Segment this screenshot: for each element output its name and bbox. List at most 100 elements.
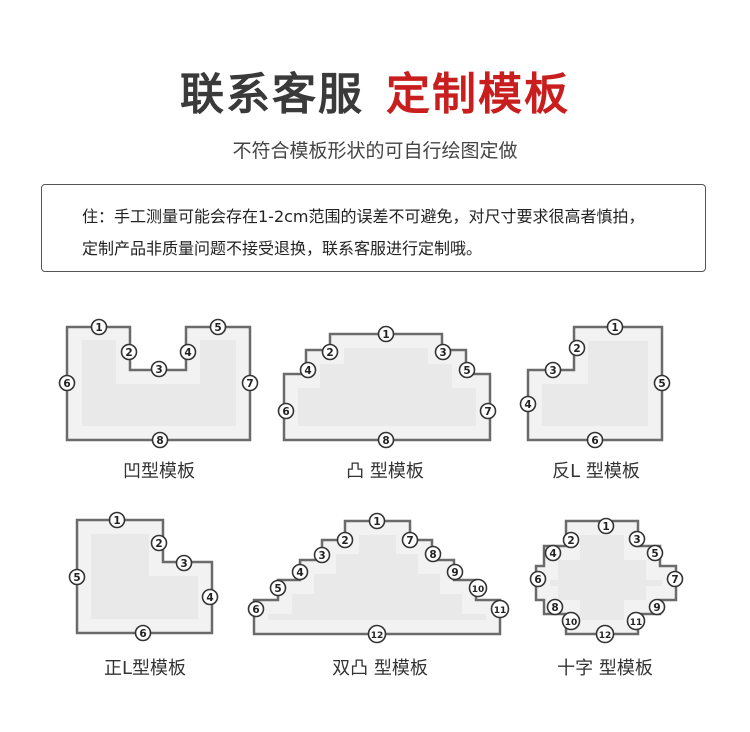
- svg-text:10: 10: [472, 585, 485, 595]
- marker-9: 9: [446, 563, 464, 581]
- marker-5: 5: [209, 318, 227, 336]
- marker-1: 1: [368, 512, 386, 530]
- marker-5: 5: [653, 374, 671, 392]
- convex-shape-inner: [298, 348, 476, 426]
- svg-text:12: 12: [371, 631, 384, 641]
- svg-text:3: 3: [155, 364, 162, 376]
- caption-convex: 凸 型模板: [346, 461, 424, 482]
- marker-12: 12: [367, 624, 387, 644]
- marker-1: 1: [377, 325, 395, 343]
- marker-4: 4: [201, 588, 219, 606]
- marker-5: 5: [68, 568, 86, 586]
- marker-8: 8: [424, 545, 442, 563]
- marker-10: 10: [561, 611, 581, 631]
- svg-text:4: 4: [549, 548, 556, 560]
- marker-6: 6: [58, 374, 76, 392]
- svg-text:2: 2: [326, 347, 333, 359]
- marker-2: 2: [321, 343, 339, 361]
- marker-8: 8: [377, 431, 395, 449]
- svg-text:11: 11: [630, 618, 643, 628]
- svg-text:10: 10: [565, 618, 578, 628]
- svg-text:2: 2: [573, 343, 580, 355]
- marker-3: 3: [544, 361, 562, 379]
- svg-text:5: 5: [651, 548, 658, 560]
- svg-text:6: 6: [591, 435, 598, 447]
- svg-text:2: 2: [125, 347, 132, 359]
- caption-double-convex: 双凸 型模板: [332, 658, 428, 679]
- marker-2: 2: [562, 531, 580, 549]
- svg-text:5: 5: [214, 322, 221, 334]
- title-custom-template: 定制模板: [386, 69, 570, 120]
- svg-text:1: 1: [373, 516, 380, 528]
- marker-6: 6: [134, 624, 152, 642]
- cross-shape-inner: [550, 535, 662, 620]
- l-shape-inner: [91, 534, 198, 619]
- svg-text:12: 12: [599, 631, 612, 641]
- svg-text:6: 6: [63, 378, 70, 390]
- svg-text:7: 7: [246, 378, 253, 390]
- svg-text:5: 5: [73, 572, 80, 584]
- page-title: 联系客服定制模板: [0, 58, 750, 122]
- svg-text:2: 2: [567, 535, 574, 547]
- marker-12: 12: [595, 624, 615, 644]
- marker-6: 6: [277, 402, 295, 420]
- marker-7: 7: [479, 402, 497, 420]
- marker-6: 6: [247, 600, 265, 618]
- svg-text:1: 1: [113, 515, 120, 527]
- marker-2: 2: [120, 343, 138, 361]
- svg-text:8: 8: [382, 435, 389, 447]
- marker-7: 7: [401, 531, 419, 549]
- svg-text:3: 3: [180, 558, 187, 570]
- svg-text:11: 11: [494, 606, 507, 616]
- marker-10: 10: [468, 578, 488, 598]
- marker-1: 1: [108, 511, 126, 529]
- marker-3: 3: [150, 360, 168, 378]
- caption-concave: 凹型模板: [123, 461, 195, 482]
- marker-1: 1: [597, 517, 615, 535]
- svg-text:4: 4: [304, 365, 311, 377]
- reverse-l-shape-inner: [542, 341, 648, 426]
- caption-l: 正L型模板: [103, 658, 187, 679]
- marker-2: 2: [568, 339, 586, 357]
- marker-11: 11: [626, 611, 646, 631]
- marker-11: 11: [490, 599, 510, 619]
- marker-2: 2: [150, 534, 168, 552]
- svg-text:7: 7: [484, 406, 491, 418]
- svg-text:7: 7: [671, 574, 678, 586]
- marker-6: 6: [529, 570, 547, 588]
- marker-8: 8: [546, 598, 564, 616]
- marker-3: 3: [434, 343, 452, 361]
- marker-7: 7: [241, 374, 259, 392]
- svg-text:3: 3: [549, 365, 556, 377]
- svg-text:5: 5: [658, 378, 665, 390]
- svg-text:3: 3: [633, 534, 640, 546]
- svg-text:1: 1: [95, 322, 102, 334]
- svg-text:6: 6: [252, 604, 259, 616]
- svg-text:5: 5: [274, 583, 281, 595]
- svg-text:3: 3: [439, 347, 446, 359]
- marker-3: 3: [313, 546, 331, 564]
- caption-cross: 十字 型模板: [557, 658, 653, 679]
- svg-text:5: 5: [463, 365, 470, 377]
- marker-5: 5: [458, 361, 476, 379]
- marker-3: 3: [628, 530, 646, 548]
- svg-text:6: 6: [282, 406, 289, 418]
- svg-text:6: 6: [139, 628, 146, 640]
- notice-line-2: 定制产品非质量问题不接受退换，联系客服进行定制哦。: [82, 239, 483, 258]
- svg-text:7: 7: [406, 535, 413, 547]
- marker-9: 9: [648, 598, 666, 616]
- notice-line-1: 住：手工测量可能会存在1-2cm范围的误差不可避免，对尺寸要求很高者慎拍，: [82, 207, 645, 226]
- svg-text:4: 4: [296, 567, 303, 579]
- marker-3: 3: [175, 554, 193, 572]
- svg-text:8: 8: [551, 602, 558, 614]
- svg-text:8: 8: [156, 435, 163, 447]
- marker-4: 4: [544, 544, 562, 562]
- svg-text:6: 6: [534, 574, 541, 586]
- marker-2: 2: [336, 531, 354, 549]
- svg-text:1: 1: [602, 521, 609, 533]
- svg-text:4: 4: [206, 592, 213, 604]
- marker-7: 7: [666, 570, 684, 588]
- marker-4: 4: [519, 395, 537, 413]
- svg-text:9: 9: [653, 602, 660, 614]
